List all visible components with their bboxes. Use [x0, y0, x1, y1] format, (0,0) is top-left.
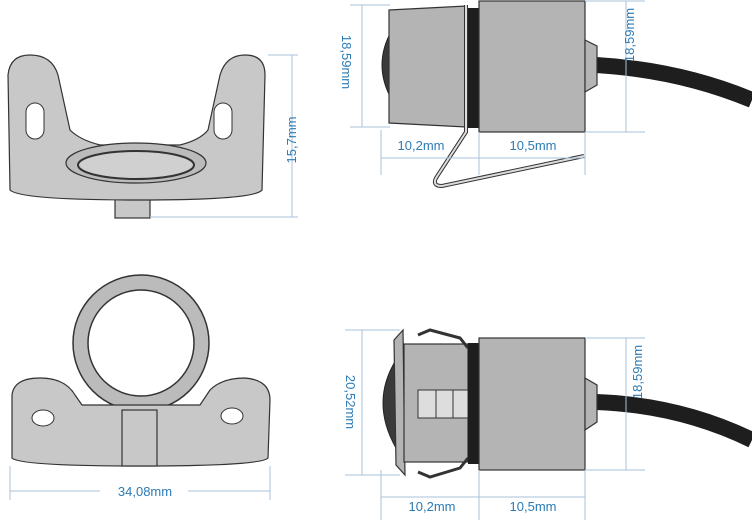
- width-label: 34,08mm: [118, 484, 172, 499]
- cable-gland: [584, 376, 598, 432]
- ring-inner: [87, 289, 195, 397]
- front-housing: [388, 5, 467, 128]
- spring-clip-bottom: [417, 457, 470, 479]
- front-height-label: 18,59mm: [339, 35, 354, 89]
- front-length-label: 10,2mm: [409, 499, 456, 514]
- cable: [595, 57, 752, 108]
- camera-side-view-bottom: 20,52mm 10,2mm 10,5mm 18,59mm: [343, 328, 752, 520]
- mount-slot-right: [213, 102, 233, 140]
- front-flange: [393, 328, 406, 477]
- bracket-tab: [121, 409, 158, 467]
- mount-hole-right: [220, 407, 244, 425]
- camera-side-view-top: 18,59mm 10,2mm 10,5mm 18,59mm: [339, 0, 752, 189]
- rear-length-label: 10,5mm: [510, 138, 557, 153]
- mount-slot-left: [25, 102, 45, 140]
- mount-hole-left: [31, 409, 55, 427]
- rear-housing: [478, 0, 586, 133]
- rear-housing: [478, 337, 586, 471]
- cable: [595, 394, 752, 448]
- height-label: 15,7mm: [284, 117, 299, 164]
- bracket-ring-view: 34,08mm: [9, 274, 271, 500]
- front-length-label: 10,2mm: [398, 138, 445, 153]
- spring-clip-top: [417, 328, 470, 349]
- led-window: [417, 389, 469, 419]
- seal-ring: [468, 343, 479, 464]
- bracket-top-view: 15,7mm: [7, 54, 299, 219]
- lens-ring-inner: [77, 150, 195, 180]
- cable-gland: [584, 39, 598, 94]
- rear-length-label: 10,5mm: [510, 499, 557, 514]
- seal-ring: [466, 8, 479, 128]
- rear-height-label: 18,59mm: [630, 345, 645, 399]
- rear-height-label: 18,59mm: [622, 8, 637, 62]
- front-height-label: 20,52mm: [343, 375, 358, 429]
